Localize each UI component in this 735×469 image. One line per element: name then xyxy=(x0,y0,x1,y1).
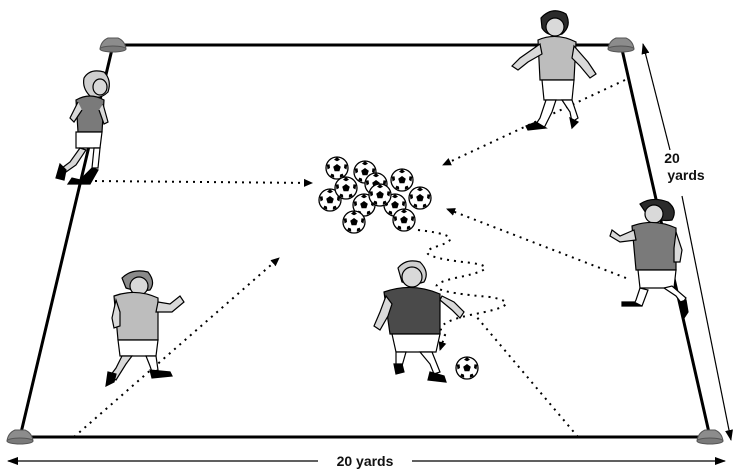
path-dribble-zigzag xyxy=(417,229,507,351)
cone-top-left xyxy=(99,37,127,53)
path-bottom-left-to-center xyxy=(73,257,280,438)
field-boundary xyxy=(18,43,712,439)
player-top-left xyxy=(55,70,110,185)
width-dimension: 20 yards xyxy=(7,453,726,469)
path-right-to-balls xyxy=(446,208,627,279)
dribbled-ball xyxy=(455,356,479,380)
run-paths xyxy=(73,79,627,438)
height-label-line1: 20 xyxy=(664,150,680,166)
player-center-dribbler xyxy=(373,260,465,383)
height-label-line2: yards xyxy=(667,167,705,183)
cone-bottom-right xyxy=(696,429,724,445)
path-top-left-to-balls xyxy=(94,178,313,187)
ball-pile xyxy=(318,156,432,234)
player-right xyxy=(609,198,689,320)
player-top-right xyxy=(511,10,597,131)
height-dimension: 20 yards xyxy=(641,43,733,441)
width-label: 20 yards xyxy=(337,453,394,469)
path-dribbler-run xyxy=(474,314,579,438)
cone-top-right xyxy=(607,37,635,53)
player-bottom-left xyxy=(105,270,185,388)
cone-bottom-left xyxy=(6,429,34,445)
